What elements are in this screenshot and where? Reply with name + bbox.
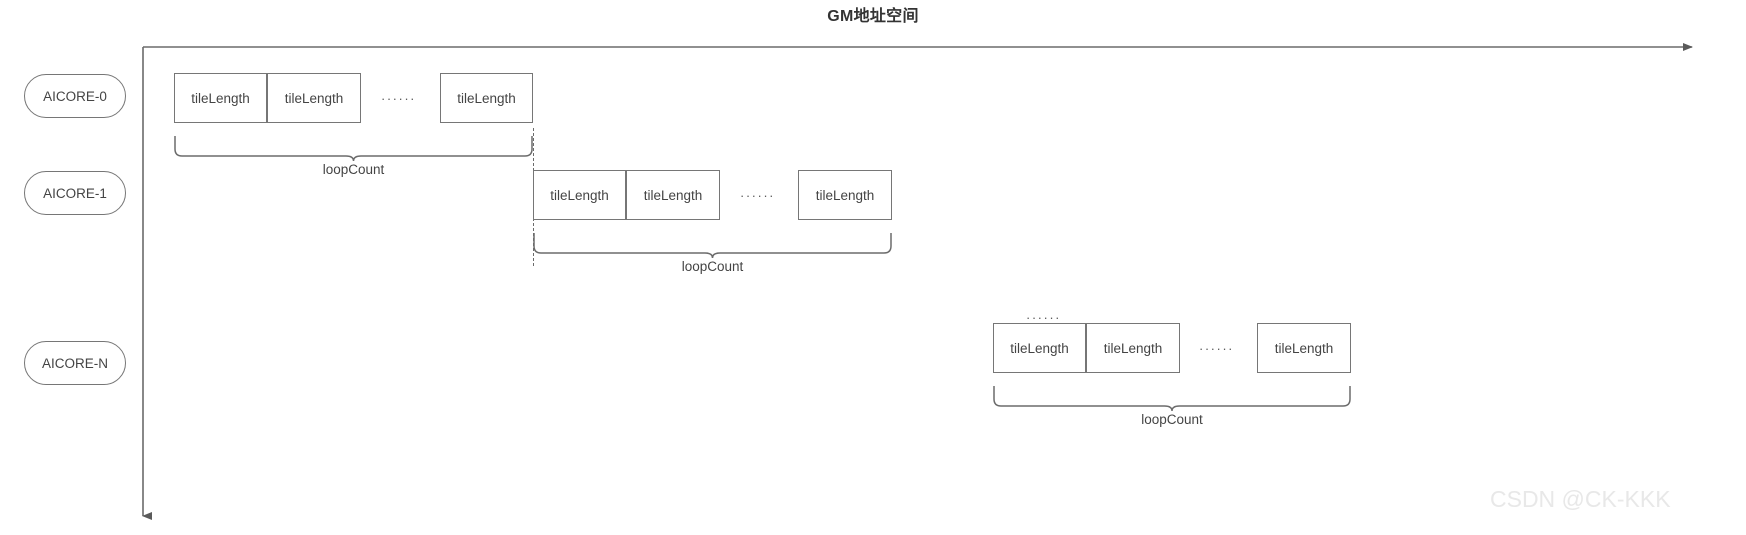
tile-box[interactable]: tileLength xyxy=(267,73,361,123)
tile-box[interactable]: tileLength xyxy=(798,170,892,220)
core-pill-aicore-0[interactable]: AICORE-0 xyxy=(24,74,126,118)
watermark: CSDN @CK-KKK xyxy=(1490,486,1671,512)
tile-box-label: tileLength xyxy=(550,187,609,203)
tile-box-label: tileLength xyxy=(1274,340,1334,356)
loop-count-label: loopCount xyxy=(681,259,744,274)
tile-box-label: tileLength xyxy=(1010,340,1069,356)
loop-count-brace xyxy=(993,386,1351,412)
tile-box-label: tileLength xyxy=(1103,340,1163,356)
core-pill-aicore-1[interactable]: AICORE-1 xyxy=(24,171,126,215)
row-ellipsis-icon: ······ xyxy=(381,91,416,106)
loop-count-label: loopCount xyxy=(1141,412,1203,427)
rows-continuation-ellipsis-icon: ······ xyxy=(1026,310,1061,325)
tile-box[interactable]: tileLength xyxy=(1257,323,1351,373)
row-ellipsis-icon: ······ xyxy=(740,188,775,203)
row-ellipsis-icon: ······ xyxy=(1199,341,1234,356)
tile-box[interactable]: tileLength xyxy=(533,170,626,220)
tile-box-label: tileLength xyxy=(284,90,344,106)
core-pill-label: AICORE-N xyxy=(41,355,108,371)
tile-box[interactable]: tileLength xyxy=(626,170,720,220)
tile-box[interactable]: tileLength xyxy=(1086,323,1180,373)
loop-count-brace xyxy=(174,136,533,162)
loop-count-brace xyxy=(533,233,892,259)
loop-count-label: loopCount xyxy=(322,162,385,177)
core-pill-aicore-n[interactable]: AICORE-N xyxy=(24,341,126,385)
tile-box[interactable]: tileLength xyxy=(993,323,1086,373)
tile-box-label: tileLength xyxy=(815,187,875,203)
tile-box-label: tileLength xyxy=(643,187,703,203)
tile-box[interactable]: tileLength xyxy=(440,73,533,123)
core-pill-label: AICORE-0 xyxy=(43,88,107,104)
core-pill-label: AICORE-1 xyxy=(43,185,107,201)
page-title: GM地址空间 xyxy=(827,8,919,25)
tile-box-label: tileLength xyxy=(191,90,250,106)
tile-box-label: tileLength xyxy=(457,90,516,106)
tile-box[interactable]: tileLength xyxy=(174,73,267,123)
